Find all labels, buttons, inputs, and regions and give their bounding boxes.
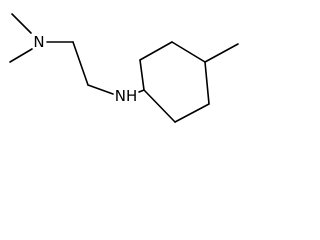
dimethylamino-nitrogen-label: N [33,33,44,51]
chemical-structure-diagram: N NH [9,13,239,123]
secondary-amine-label: NH [115,87,138,105]
ring-bond-1 [143,89,176,123]
n-methyl-bond-lower [9,48,33,63]
ring-methyl-bond [204,43,239,63]
ring-bond-2 [174,103,210,123]
ring-bond-5 [139,41,173,61]
ch2-nh-bond [87,84,114,95]
ch2-ch2-bond [72,41,89,86]
ring-bond-4 [171,41,206,63]
ring-bond-6 [139,59,145,91]
ring-bond-3 [204,61,210,105]
n-methyl-bond-upper [11,13,32,34]
nh-ring-bond [138,89,145,93]
